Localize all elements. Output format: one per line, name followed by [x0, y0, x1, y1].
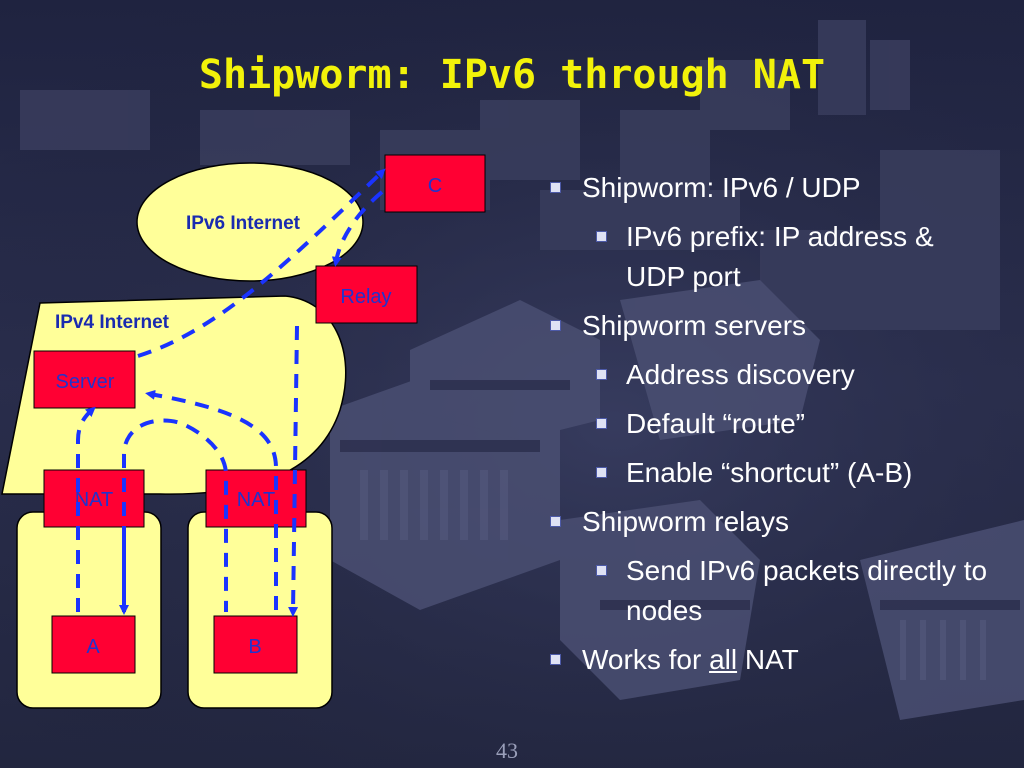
node-b [213, 615, 298, 674]
node-nat-right-label: NAT [237, 489, 276, 511]
bullet-item: Shipworm: IPv6 / UDP [548, 168, 998, 208]
arrow-c-to-relay [331, 190, 384, 267]
checkbox-bullet-icon [596, 418, 607, 429]
bullet-item: IPv6 prefix: IP address & UDP port [548, 217, 998, 297]
ipv4-internet-label: IPv4 Internet [55, 312, 170, 333]
node-a-label: A [86, 636, 100, 658]
underlined-word: all [709, 644, 738, 675]
node-c [384, 154, 486, 213]
slide-title: Shipworm: IPv6 through NAT [198, 52, 826, 98]
arrow-shortcut-arc [122, 418, 228, 612]
node-nat-left [43, 469, 145, 528]
checkbox-bullet-icon [550, 654, 561, 665]
bullet-item: Enable “shortcut” (A-B) [548, 453, 998, 493]
bullet-item: Send IPv6 packets directly to nodes [548, 551, 998, 631]
checkbox-bullet-icon [550, 182, 561, 193]
page-number: 43 [496, 738, 518, 763]
bullet-item: Works for all NAT [548, 640, 998, 680]
bullet-item: Shipworm servers [548, 306, 998, 346]
local-network-a [16, 511, 162, 709]
node-a [51, 615, 136, 674]
ipv6-internet-cloud [136, 162, 364, 282]
checkbox-bullet-icon [596, 467, 607, 478]
bullet-list: Shipworm: IPv6 / UDP IPv6 prefix: IP add… [548, 168, 998, 689]
node-nat-right [205, 469, 307, 528]
arrow-server-to-c [137, 168, 386, 358]
bullet-item: Address discovery [548, 355, 998, 395]
checkbox-bullet-icon [596, 231, 607, 242]
node-server-label: Server [56, 371, 115, 393]
arrow-b-up [145, 389, 278, 610]
node-b-label: B [248, 636, 261, 658]
bullet-item: Default “route” [548, 404, 998, 444]
checkbox-bullet-icon [596, 369, 607, 380]
checkbox-bullet-icon [550, 320, 561, 331]
checkbox-bullet-icon [596, 565, 607, 576]
arrow-a-to-server [76, 406, 96, 612]
bullet-item: Shipworm relays [548, 502, 998, 542]
node-nat-left-label: NAT [75, 489, 114, 511]
node-relay [315, 265, 418, 324]
checkbox-bullet-icon [550, 516, 561, 527]
node-c-label: C [428, 175, 442, 197]
local-network-b [187, 511, 333, 709]
node-server [33, 350, 136, 409]
node-relay-label: Relay [340, 286, 391, 308]
ipv6-internet-label: IPv6 Internet [186, 213, 301, 234]
